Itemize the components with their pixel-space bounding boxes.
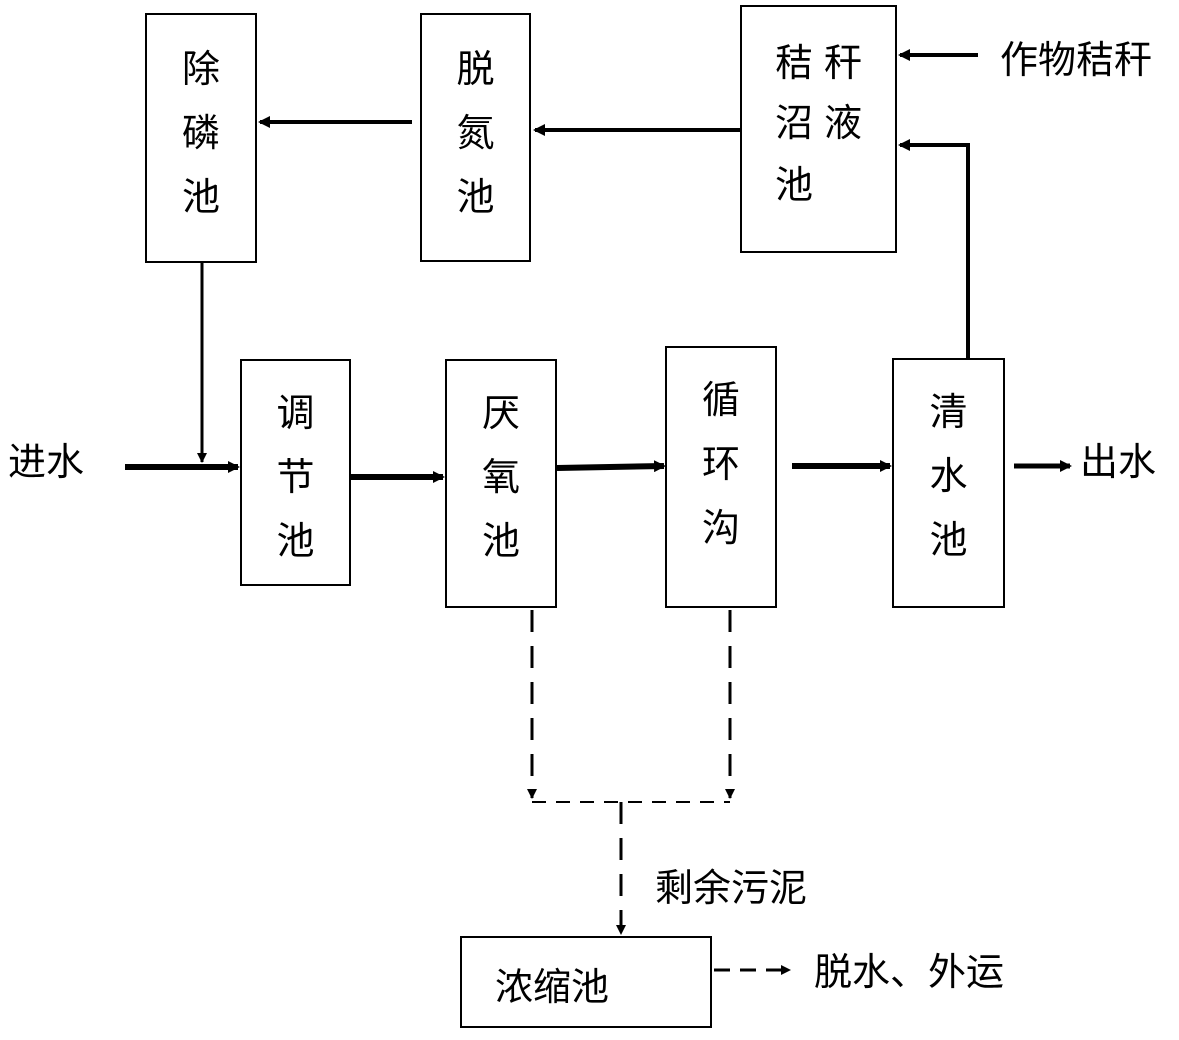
phosphorus-removal-label: 除 磷 池 xyxy=(181,47,220,219)
circulation-ditch-label: 循 环 沟 xyxy=(701,378,740,550)
crop-straw-label: 作物秸秆 xyxy=(1000,38,1153,82)
dewater-transport-label: 脱水、外运 xyxy=(814,950,1005,994)
phosphorus-removal-tank: 除 磷 池 xyxy=(145,13,257,263)
thickener-label: 浓缩池 xyxy=(495,965,610,1009)
denitrification-tank: 脱 氮 池 xyxy=(420,13,531,262)
water-in-label: 进水 xyxy=(8,440,85,484)
regulating-label: 调 节 池 xyxy=(276,391,315,563)
straw-biogas-tank: 秸 秆 沼 液 池 xyxy=(740,5,897,253)
circulation-ditch: 循 环 沟 xyxy=(665,346,777,608)
thickener-tank: 浓缩池 xyxy=(460,936,712,1028)
water-out-label: 出水 xyxy=(1080,440,1157,484)
anaerobic-label: 厌 氧 池 xyxy=(481,391,520,563)
straw-biogas-r1c1: 秸 xyxy=(775,41,814,85)
clear-water-label: 清 水 池 xyxy=(929,390,968,562)
straw-biogas-r1c2: 秆 xyxy=(824,41,863,85)
straw-biogas-r2c2: 液 xyxy=(824,101,863,145)
anaerobic-tank: 厌 氧 池 xyxy=(445,359,557,608)
arrow-clear-water-recycle xyxy=(898,139,970,358)
straw-biogas-r2c1: 沼 xyxy=(775,101,814,145)
clear-water-tank: 清 水 池 xyxy=(892,358,1005,608)
regulating-tank: 调 节 池 xyxy=(240,359,351,586)
excess-sludge-label: 剩余污泥 xyxy=(655,866,808,910)
arrow-anaerobic-to-circulation xyxy=(556,460,666,473)
straw-biogas-r3c1: 池 xyxy=(775,163,814,207)
denitrification-label: 脱 氮 池 xyxy=(456,47,495,219)
